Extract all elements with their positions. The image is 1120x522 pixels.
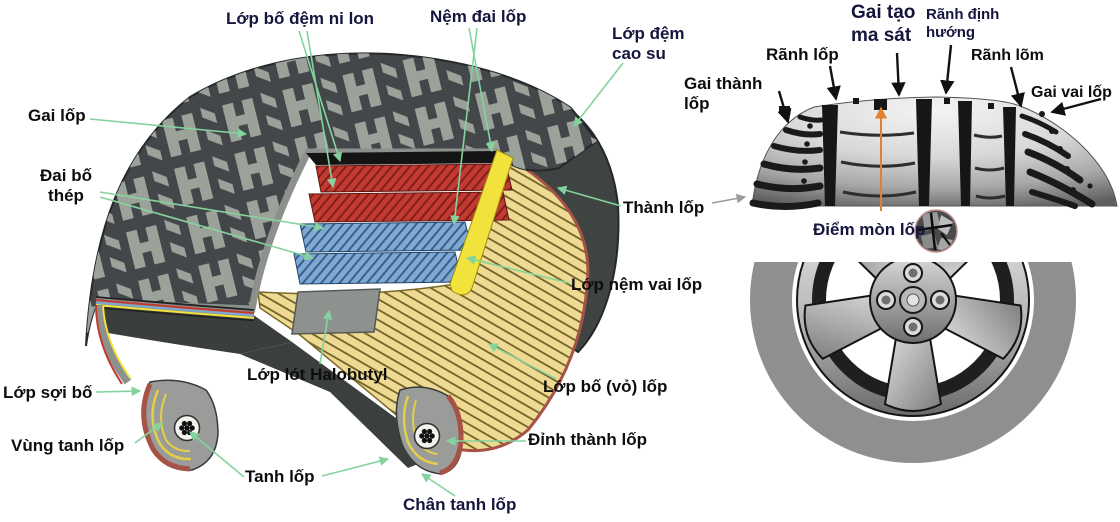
lug-nuts xyxy=(876,263,950,337)
label-gai-vai-lop: Gai vai lốp xyxy=(1031,84,1112,101)
cut-edge xyxy=(96,148,497,313)
lateral-grooves xyxy=(839,130,1006,200)
wear-indicator-notch xyxy=(874,99,887,110)
wear-spot-inset xyxy=(914,209,958,253)
green-leader-lines xyxy=(89,27,624,497)
label-tanh-lop: Tanh lốp xyxy=(245,467,315,486)
wheel-illustration xyxy=(750,262,1076,463)
nylon-cap-strip xyxy=(306,151,508,165)
belt-cushion-wedge xyxy=(449,149,514,296)
label-lop-nem-vai-lop: Lớp nệm vai lốp xyxy=(571,275,703,294)
left-shoulder-grooves xyxy=(749,114,824,210)
left-bead xyxy=(141,379,219,472)
label-gai-lop: Gai lốp xyxy=(28,106,86,125)
label-vung-tanh-lop: Vùng tanh lốp xyxy=(11,436,125,455)
right-bead xyxy=(395,386,464,476)
label-lop-lot-halobutyl: Lớp lót Halobutyl xyxy=(247,365,388,384)
tread-pattern-illustration xyxy=(749,96,1118,253)
label-dinh-thanh-lop: Đỉnh thành lốp xyxy=(528,430,647,449)
label-lop-bo-dem-ni-lon: Lớp bố đệm ni lon xyxy=(226,9,375,28)
label-dai-bo-thep: Đai bố thép xyxy=(40,166,92,206)
label-ranh-lom: Rãnh lõm xyxy=(971,47,1044,64)
gray-arrow xyxy=(711,193,747,204)
tread-grooves xyxy=(779,98,1016,206)
layer-sandwich-lines xyxy=(95,296,255,385)
tread-blocks-pattern xyxy=(86,53,597,346)
label-diem-mon-lop: Điểm mòn lốp xyxy=(813,220,926,239)
label-gai-tao-ma-sat: Gai tạo ma sát xyxy=(851,2,916,46)
label-nem-dai-lop: Nệm đai lốp xyxy=(430,7,527,26)
wheel-spokes-hub xyxy=(797,262,1029,412)
black-arrows xyxy=(777,44,1102,124)
label-lop-soi-bo: Lớp sợi bố xyxy=(3,383,93,402)
label-chan-tanh-lop: Chân tanh lốp xyxy=(403,495,517,514)
label-lop-bo-vo-lop: Lớp bố (vỏ) lốp xyxy=(543,377,668,396)
tire-cutaway-illustration xyxy=(85,52,620,476)
label-ranh-lop: Rãnh lốp xyxy=(766,45,839,64)
label-ranh-dinh-huong: Rãnh định hướng xyxy=(926,6,1000,41)
label-thanh-lop: Thành lốp xyxy=(623,198,705,217)
halobutyl-liner-patch xyxy=(291,288,381,335)
label-lop-dem-cao-su: Lớp đệm cao su xyxy=(612,24,685,64)
label-gai-thanh-lop: Gai thành lốp xyxy=(684,74,763,114)
